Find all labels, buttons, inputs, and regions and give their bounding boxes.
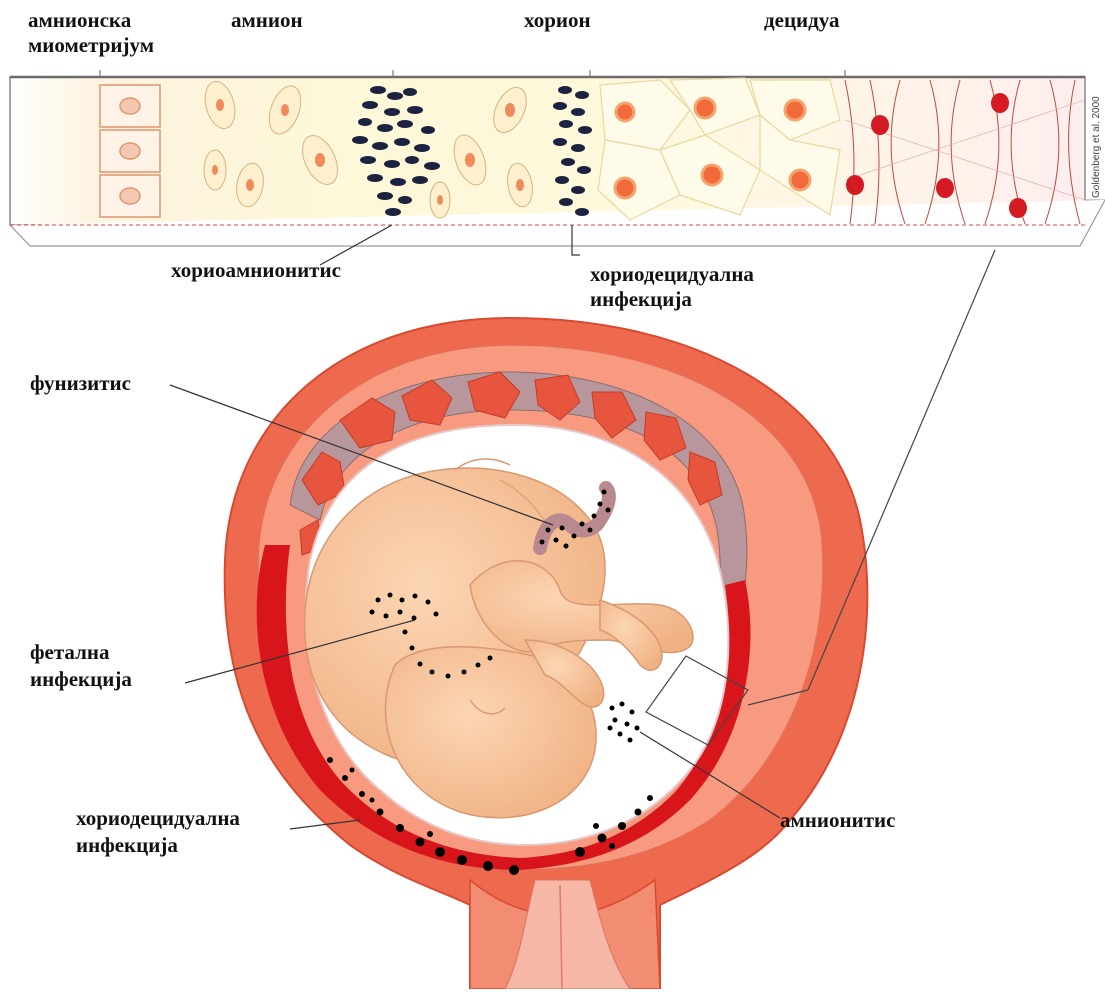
tissue-strip	[10, 70, 1105, 246]
label-amnion-myometrium-2: миометријум	[28, 33, 154, 58]
label-amnion: амнион	[231, 8, 303, 33]
decidual-cells	[598, 78, 840, 220]
label-choriodecidual-bottom-2: инфекција	[76, 833, 178, 858]
label-choriodecidual-bottom-1: хориодецидуална	[76, 806, 240, 831]
label-chorioamnionitis: хориоамнионитис	[171, 258, 341, 283]
label-choriodecidual-top-1: хориодецидуална	[590, 262, 754, 287]
label-amnionitis: амнионитис	[780, 808, 895, 833]
label-fetal-infection-1: фетална	[30, 640, 110, 665]
label-funisitis: фунизитис	[30, 371, 131, 396]
amnion-epithelium	[100, 85, 160, 217]
label-choriodecidual-top-2: инфекција	[590, 287, 692, 312]
label-chorion: хорион	[524, 8, 591, 33]
credit-text: Goldenberg et al. 2000	[1091, 96, 1102, 198]
label-amnion-myometrium-1: амнионска	[28, 8, 131, 33]
label-fetal-infection-2: инфекција	[30, 667, 132, 692]
label-decidua: децидуа	[764, 8, 840, 33]
